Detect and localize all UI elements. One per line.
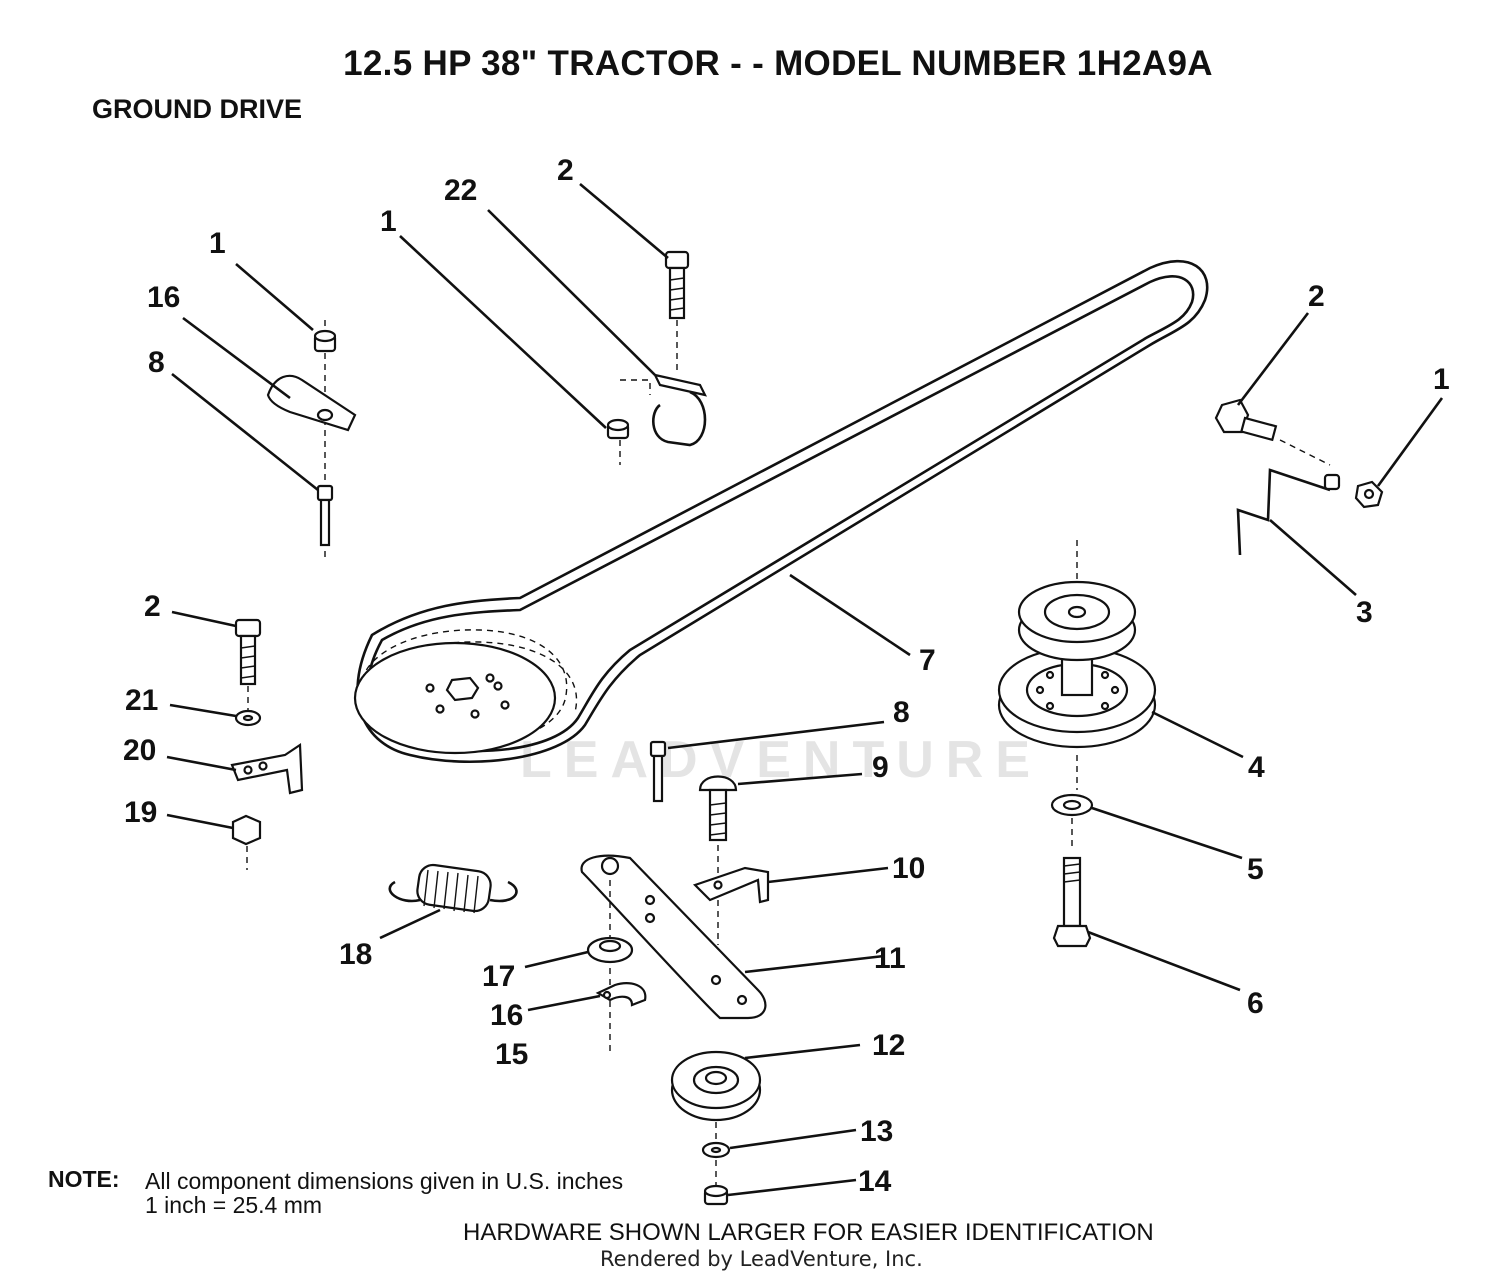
note-dimensions-text: All component dimensions given in U.S. i… (145, 1168, 624, 1194)
callout-12: 12 (872, 1029, 905, 1062)
callout-9: 9 (872, 751, 889, 784)
belt-guide-hook (620, 373, 708, 447)
callout-16-top-left: 16 (147, 281, 180, 314)
extension-spring (388, 863, 518, 914)
spacer (586, 936, 634, 964)
belt-guide-small (595, 982, 647, 1007)
shoulder-bolt-center (649, 740, 667, 803)
callout-3: 3 (1356, 596, 1373, 629)
nut-top-center (606, 418, 630, 465)
engine-pulley-assembly (997, 540, 1157, 790)
callout-1-top-left: 1 (209, 227, 226, 260)
belt-keeper-bracket (230, 743, 304, 795)
idler-control-rod (1236, 468, 1341, 556)
callout-2-right: 2 (1308, 280, 1325, 313)
callout-8-top-left: 8 (148, 346, 165, 379)
pulley-bolt (1052, 856, 1092, 948)
belt-guide-bracket-left (266, 374, 357, 432)
callout-7: 7 (919, 644, 936, 677)
nut-right (1354, 480, 1384, 509)
diagram-title: 12.5 HP 38" TRACTOR - - MODEL NUMBER 1H2… (343, 44, 1213, 83)
drive-belt (353, 259, 1209, 764)
lock-washer (1050, 793, 1094, 850)
callout-4: 4 (1248, 751, 1265, 784)
hardware-note: HARDWARE SHOWN LARGER FOR EASIER IDENTIF… (463, 1219, 1154, 1246)
nut-14 (703, 1184, 729, 1206)
rendered-by-credit: Rendered by LeadVenture, Inc. (600, 1247, 923, 1271)
idler-bracket (692, 866, 770, 904)
callout-18: 18 (339, 938, 372, 971)
callout-1-right: 1 (1433, 363, 1450, 396)
callout-10: 10 (892, 852, 925, 885)
callout-1-top-center: 1 (380, 205, 397, 238)
hex-bolt-top (664, 250, 690, 375)
callout-20: 20 (123, 734, 156, 767)
flat-washer-21 (234, 709, 262, 727)
note-conversion-text: 1 inch = 25.4 mm (145, 1192, 323, 1218)
callout-13: 13 (860, 1115, 893, 1148)
note-label: NOTE: (48, 1166, 120, 1192)
callout-5: 5 (1247, 853, 1264, 886)
diagram-subtitle: GROUND DRIVE (92, 94, 303, 124)
callout-16-bottom: 16 (490, 999, 523, 1032)
callout-6: 6 (1247, 987, 1264, 1020)
idler-arm (580, 854, 767, 1055)
callout-22: 22 (444, 174, 477, 207)
callout-11: 11 (874, 942, 906, 975)
callout-15: 15 (495, 1038, 528, 1071)
carriage-bolt (698, 775, 738, 945)
callout-labels: 1 16 8 22 1 2 2 1 3 2 21 20 19 7 4 5 6 8… (123, 154, 1450, 1198)
watermark-text: LEADVENTURE (520, 731, 1043, 789)
callout-2-left: 2 (144, 590, 161, 623)
callout-8-center: 8 (893, 696, 910, 729)
callout-2-top-center: 2 (557, 154, 574, 187)
callout-21: 21 (125, 684, 158, 717)
callout-17: 17 (482, 960, 515, 993)
callout-14: 14 (858, 1165, 892, 1198)
shoulder-bolt-left (316, 484, 334, 547)
washer-13 (701, 1141, 731, 1185)
hex-nut-19 (231, 814, 262, 870)
hex-bolt-right (1214, 398, 1331, 466)
hex-bolt-left-lower (234, 618, 262, 710)
leader-lines (166, 183, 1444, 1197)
callout-19: 19 (124, 796, 157, 829)
idler-pulley (670, 1050, 762, 1140)
